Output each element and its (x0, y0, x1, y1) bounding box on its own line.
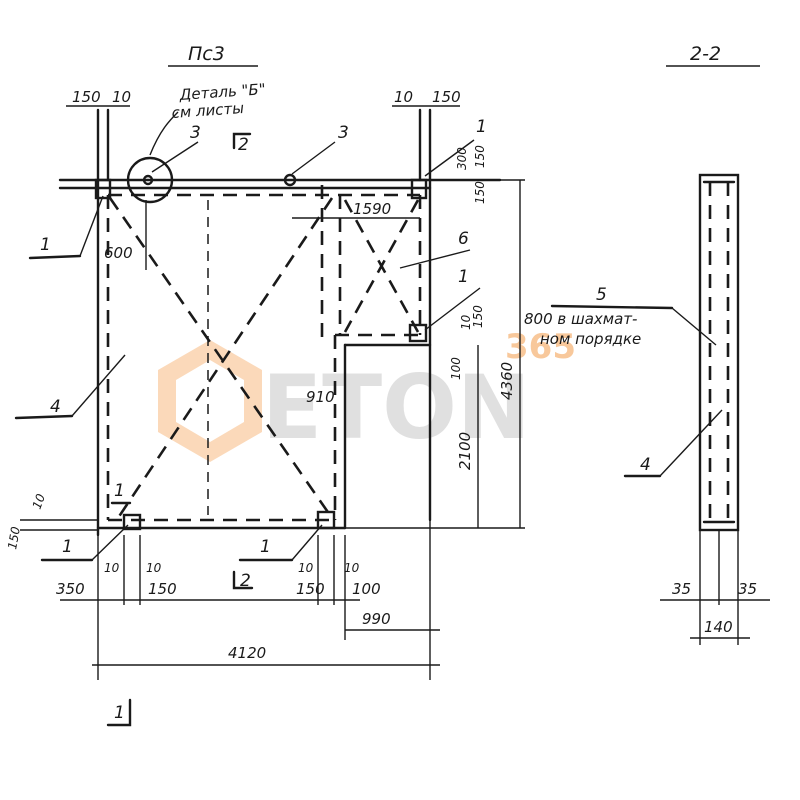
embed-bottom-left-icon (122, 513, 142, 531)
leader-pos4-left (14, 414, 74, 420)
watermark-logo-icon (158, 340, 262, 462)
label-pos1-left: 1 (40, 235, 51, 255)
dim-4120: 4120 (228, 644, 266, 662)
label-pos4-left: 4 (50, 397, 61, 417)
dim-100-right: 100 (449, 357, 463, 380)
embedded-parts (94, 173, 428, 531)
label-pos1-bottom-left: 1 (62, 537, 73, 557)
note-line2: ном порядке (540, 330, 641, 348)
section-mark-top-label: 2 (238, 135, 249, 155)
dim-2100: 2100 (456, 432, 474, 470)
dim-140: 140 (704, 618, 733, 636)
watermark-brand: ETON (262, 356, 531, 459)
watermark-small: 365 (505, 327, 576, 367)
dimension-right: 4360 2100 100 (345, 179, 525, 529)
dim-910: 910 (306, 388, 335, 406)
label-pos1-bottom-mid: 1 (260, 537, 271, 557)
svg-text:10: 10 (30, 492, 49, 511)
leader-pos5 (550, 304, 674, 310)
section-title: 2-2 (690, 43, 721, 65)
diagonal-braces (108, 197, 420, 519)
leader-pos3-left (151, 141, 199, 173)
svg-text:10: 10 (146, 561, 162, 575)
embed-bottom-mid-icon (316, 510, 336, 530)
label-pos1-cut: 1 (114, 481, 125, 501)
plan-title: Пс3 (188, 43, 225, 65)
svg-text:10: 10 (298, 561, 314, 575)
dim-150-left: 150 (5, 525, 23, 550)
dimension-left: 10 150 (5, 492, 98, 551)
label-pos3-left: 3 (190, 123, 201, 143)
dim-100-bottom: 100 (352, 580, 381, 598)
leader-pos1-left (28, 254, 82, 260)
section-2-2: 35 35 140 (660, 173, 770, 645)
svg-text:10: 10 (459, 314, 473, 330)
dim-150-top-left: 150 (72, 88, 101, 106)
svg-text:10: 10 (104, 561, 120, 575)
label-pos1-top-right: 1 (476, 117, 487, 137)
detail-callout-line2: см листы (171, 99, 245, 122)
cut-mark-bottom (106, 698, 132, 727)
leader-pos1-mid-right (424, 287, 481, 331)
section-mark-bottom-label: 2 (240, 571, 251, 591)
note-line1: 800 в шахмат- (524, 310, 637, 328)
reinforcement-cage (106, 185, 422, 522)
dim-4360: 4360 (498, 362, 516, 400)
watermark: ETON 365 (158, 327, 576, 462)
dim-10-top-right: 10 (394, 88, 413, 106)
dim-990: 990 (362, 610, 391, 628)
leader-pos3-right (291, 141, 336, 175)
label-pos3-right: 3 (338, 123, 349, 143)
detail-leader (149, 111, 179, 156)
cut-mark-bottom-label: 1 (114, 703, 125, 723)
svg-text:150: 150 (473, 145, 487, 168)
lifting-loop-icon (283, 173, 297, 187)
svg-text:150: 150 (471, 305, 485, 328)
dim-1590: 1590 (353, 200, 391, 218)
section-mark-top (232, 132, 252, 150)
leader-pos1-top-right (424, 139, 475, 177)
label-pos4-section: 4 (640, 455, 651, 475)
embed-top-right-icon (410, 178, 428, 200)
label-pos5: 5 (596, 285, 607, 305)
dim-10-top-left: 10 (112, 88, 131, 106)
svg-text:150: 150 (296, 580, 325, 598)
svg-text:10: 10 (344, 561, 360, 575)
dimension-bottom: 350 10 10 150 10 10 150 100 990 4120 (56, 520, 440, 680)
dim-35-right: 35 (738, 580, 757, 598)
embed-mid-right-icon (408, 323, 428, 343)
dimension-top: 150 10 10 150 (66, 88, 461, 107)
label-pos6: 6 (458, 229, 469, 249)
dim-150-top-right: 150 (432, 88, 461, 106)
dim-600: 600 (104, 244, 133, 262)
svg-text:150: 150 (148, 580, 177, 598)
leader-pos6 (399, 249, 471, 269)
svg-text:300: 300 (455, 147, 469, 170)
label-pos1-mid-right: 1 (458, 267, 469, 287)
section-mark-bottom (232, 570, 254, 590)
svg-text:150: 150 (473, 181, 487, 204)
dim-350: 350 (56, 580, 85, 598)
dimension-right-small: 300 150 150 10 150 (455, 145, 487, 330)
dim-35-left: 35 (672, 580, 691, 598)
embed-top-left-icon (94, 178, 112, 200)
